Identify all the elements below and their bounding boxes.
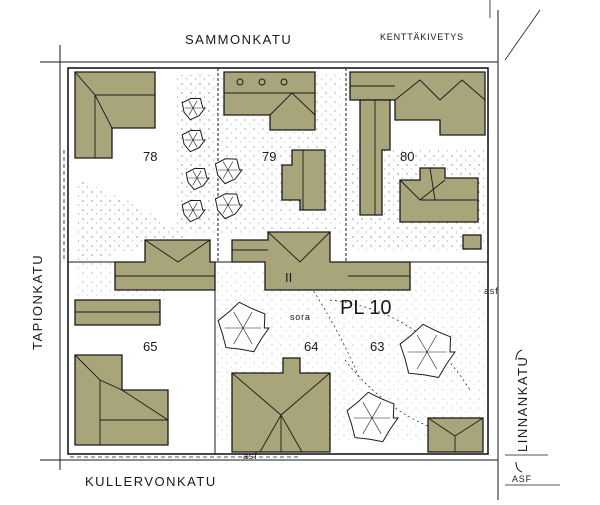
bracket-top xyxy=(515,349,523,361)
building-plot-65-north xyxy=(74,299,161,326)
surface-asphalt-corner-label: ASF xyxy=(512,474,532,484)
tree-branches xyxy=(184,100,202,116)
building-central-ii xyxy=(231,231,411,291)
street-label-east: LINNANKATU xyxy=(515,356,530,452)
building-plot-80-shed xyxy=(462,234,482,250)
street-label-south: KULLERVONKATU xyxy=(85,474,217,489)
tree-branches xyxy=(218,196,238,214)
tree-branches xyxy=(353,402,391,434)
building-mark: II xyxy=(285,270,292,285)
surface-asphalt-east-label: asf xyxy=(484,286,498,296)
tree-branches xyxy=(407,334,447,370)
plot-number-64: 64 xyxy=(304,339,318,354)
street-label-west: TAPIONKATU xyxy=(30,254,45,350)
tree-branches xyxy=(184,132,202,148)
building-plot-79-north xyxy=(223,71,316,131)
building-plot-78 xyxy=(74,71,156,159)
building-plot-63 xyxy=(427,417,484,453)
building-plot-79-middle xyxy=(281,149,326,211)
path-label: KENTTÄKIVETYS xyxy=(380,32,464,42)
plot-number-79: 79 xyxy=(262,149,276,164)
plot-number-63: 63 xyxy=(370,339,384,354)
surface-asphalt-south-label: asf xyxy=(243,451,257,461)
tree-branches xyxy=(224,312,262,344)
trees xyxy=(181,97,456,443)
plot-number-78: 78 xyxy=(143,149,157,164)
building-plot-80-house xyxy=(399,167,479,223)
tree-branches xyxy=(188,170,206,186)
block-boundaries xyxy=(40,0,560,500)
buildings xyxy=(74,71,486,453)
tree-branches xyxy=(184,202,202,218)
building-plot-65-l xyxy=(74,354,169,446)
building-plot-64 xyxy=(231,357,331,453)
surface-gravel-label: sora xyxy=(290,312,311,322)
building-plot-80-wing xyxy=(359,99,391,216)
block-label: PL 10 xyxy=(340,297,392,319)
plot-number-80: 80 xyxy=(400,149,414,164)
street-label-north: SAMMONKATU xyxy=(185,32,292,47)
bracket-bottom xyxy=(515,461,523,473)
plot-number-65: 65 xyxy=(143,339,157,354)
building-long-block xyxy=(114,239,216,291)
tree-branches xyxy=(218,161,238,179)
